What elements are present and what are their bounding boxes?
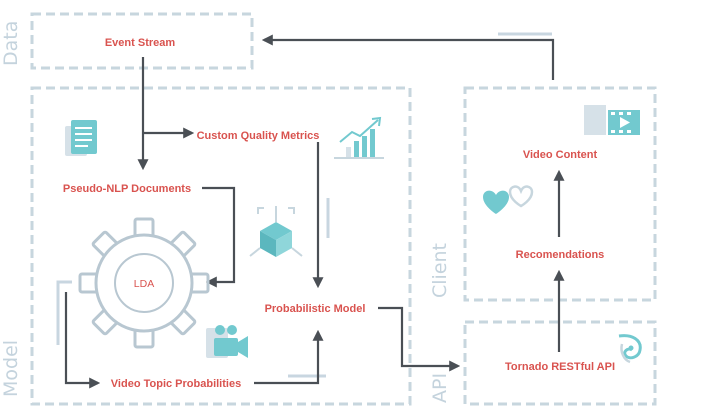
film-strip-icon [584,105,640,135]
probabilistic-model-label: Probabilistic Model [265,303,366,315]
api-region-box [463,320,657,406]
accent-line [56,280,72,345]
video-topic-probabilities-label: Video Topic Probabilities [111,378,241,390]
tornado-restful-api-label: Tornado RESTful API [505,361,615,373]
region-label-model: Model [0,340,22,397]
heart-icon [483,185,534,214]
arrow-content-to-event-stream [261,34,555,80]
cube-icon [249,206,303,257]
region-label-client: Client [429,243,451,298]
region-label-data: Data [0,21,22,66]
document-icon [65,120,97,156]
gear-icon [78,217,210,349]
model-region-box [30,86,412,406]
arrow-model-to-api [378,306,461,372]
tornado-icon [618,334,642,364]
growth-chart-icon [334,116,384,159]
recomendations-label: Recomendations [516,249,605,261]
event-stream-label: Event Stream [105,37,176,49]
video-camera-icon [206,325,248,358]
pseudo-nlp-documents-label: Pseudo-NLP Documents [63,183,191,195]
lda-label: LDA [134,278,154,290]
region-label-api: API [429,373,451,403]
arrow-lda-to-topics [64,292,101,389]
custom-quality-metrics-label: Custom Quality Metrics [197,130,320,142]
arrow-documents-to-lda [202,186,236,288]
arrow-topics-to-model [254,329,324,385]
video-content-label: Video Content [523,149,598,161]
